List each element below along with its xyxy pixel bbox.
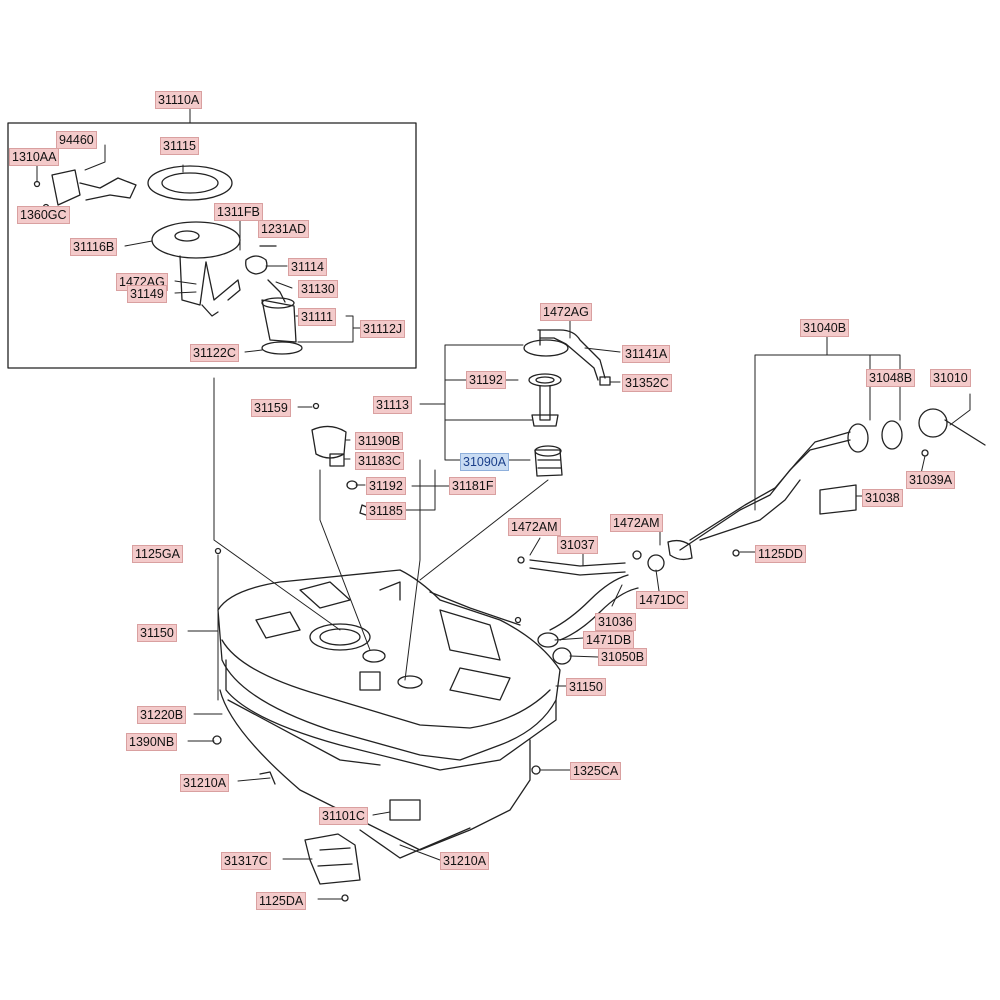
part-label-31050B[interactable]: 31050B — [598, 648, 648, 666]
part-label-31210A-right[interactable]: 31210A — [440, 852, 490, 870]
filler-neck-parts — [514, 408, 986, 665]
part-label-31010[interactable]: 31010 — [930, 369, 971, 387]
part-label-1360GC[interactable]: 1360GC — [17, 206, 70, 224]
part-label-94460[interactable]: 94460 — [56, 131, 97, 149]
part-label-31038[interactable]: 31038 — [862, 489, 903, 507]
part-label-1390NB[interactable]: 1390NB — [126, 733, 178, 751]
part-label-31116B[interactable]: 31116B — [70, 238, 118, 256]
part-label-31210A-left[interactable]: 31210A — [180, 774, 230, 792]
part-label-31352C[interactable]: 31352C — [622, 374, 672, 392]
part-label-31111[interactable]: 31111 — [298, 308, 336, 326]
part-label-1471DB[interactable]: 1471DB — [583, 631, 635, 649]
part-label-1325CA[interactable]: 1325CA — [570, 762, 622, 780]
part-label-1231AD[interactable]: 1231AD — [258, 220, 310, 238]
part-label-31192-upper[interactable]: 31192 — [466, 371, 506, 389]
part-label-31113[interactable]: 31113 — [373, 396, 412, 414]
part-label-1310AA[interactable]: 1310AA — [9, 148, 60, 166]
part-label-31036[interactable]: 31036 — [595, 613, 636, 631]
fuel-tank-body — [217, 569, 561, 859]
part-label-31150-left[interactable]: 31150 — [137, 624, 177, 642]
part-label-31122C[interactable]: 31122C — [190, 344, 239, 362]
part-label-1311FB[interactable]: 1311FB — [214, 203, 263, 221]
bottom-hardware — [212, 547, 541, 902]
part-label-31040B[interactable]: 31040B — [800, 319, 850, 337]
part-label-31317C[interactable]: 31317C — [221, 852, 271, 870]
part-label-31190B[interactable]: 31190B — [355, 432, 404, 450]
part-label-1125DD[interactable]: 1125DD — [755, 545, 806, 563]
part-label-31192-lower[interactable]: 31192 — [366, 477, 406, 495]
part-label-31090A[interactable]: 31090A — [460, 453, 510, 471]
part-label-31150-right[interactable]: 31150 — [566, 678, 606, 696]
part-label-31112J[interactable]: 31112J — [360, 320, 406, 338]
part-label-1472AM-left[interactable]: 1472AM — [508, 518, 561, 536]
part-label-31039A[interactable]: 31039A — [906, 471, 956, 489]
part-label-1472AM-right[interactable]: 1472AM — [610, 514, 663, 532]
part-label-1125GA[interactable]: 1125GA — [132, 545, 183, 563]
part-label-31101C[interactable]: 31101C — [319, 807, 368, 825]
part-label-31159[interactable]: 31159 — [251, 399, 291, 417]
part-label-31183C[interactable]: 31183C — [355, 452, 404, 470]
valve-assembly-parts — [311, 329, 611, 518]
part-label-31130[interactable]: 31130 — [298, 280, 338, 298]
part-label-31114[interactable]: 31114 — [288, 258, 327, 276]
part-label-31110A[interactable]: 31110A — [155, 91, 203, 109]
part-label-31185[interactable]: 31185 — [366, 502, 406, 520]
part-label-1471DC[interactable]: 1471DC — [636, 591, 688, 609]
part-label-31220B[interactable]: 31220B — [137, 706, 187, 724]
part-label-31181F[interactable]: 31181F — [449, 477, 497, 495]
part-label-31037[interactable]: 31037 — [557, 536, 598, 554]
part-label-1472AG[interactable]: 1472AG — [540, 303, 592, 321]
part-label-31115[interactable]: 31115 — [160, 137, 199, 155]
tank-leaders — [187, 377, 571, 900]
part-label-31141A[interactable]: 31141A — [622, 345, 671, 363]
part-label-31048B[interactable]: 31048B — [866, 369, 916, 387]
pump-module-parts — [33, 165, 303, 355]
pump-module-inset-box — [7, 122, 417, 369]
part-label-31149[interactable]: 31149 — [127, 285, 167, 303]
part-label-1125DA[interactable]: 1125DA — [256, 892, 307, 910]
